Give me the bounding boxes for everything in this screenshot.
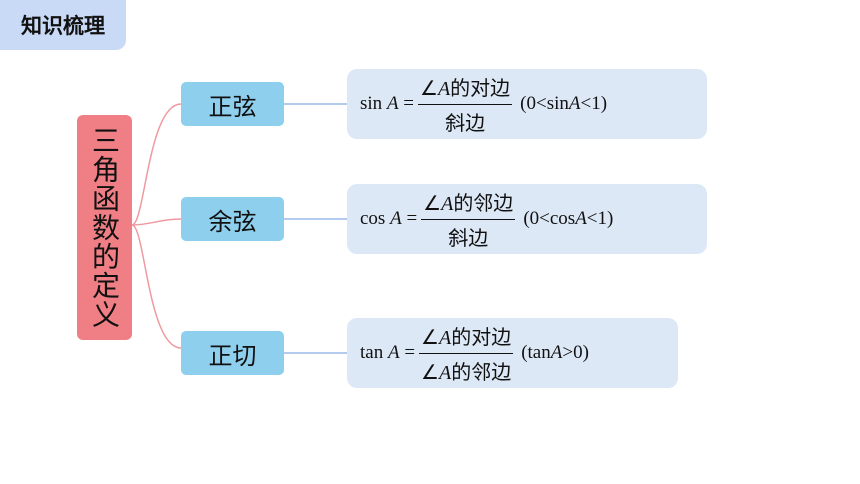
fraction-denominator: 斜边 (448, 228, 489, 250)
connector-root-to-cosine (131, 218, 182, 226)
formula-lhs: cos A = (360, 208, 418, 229)
formula-box-tangent: tan A = ∠A的对边 ∠A的邻边 (tanA>0) (347, 318, 678, 388)
root-node: 三角函数的定义 (77, 115, 132, 340)
branch-sine: 正弦 (181, 82, 284, 126)
section-title: 知识梳理 (0, 0, 126, 50)
fraction-denominator: ∠A的邻边 (421, 362, 512, 384)
formula-lhs: sin A = (360, 93, 415, 114)
formula-lhs: tan A = (360, 342, 416, 363)
fraction-numerator: ∠A的对边 (418, 72, 513, 105)
formula-fraction: ∠A的对边 斜边 (418, 72, 513, 136)
formula-condition: (tanA>0) (521, 342, 589, 363)
formula-condition: (0<cosA<1) (523, 208, 614, 229)
formula-box-cosine: cos A = ∠A的邻边 斜边 (0<cosA<1) (347, 184, 707, 254)
fraction-denominator: 斜边 (445, 113, 486, 135)
branch-cosine: 余弦 (181, 197, 284, 241)
formula-fraction: ∠A的对边 ∠A的邻边 (419, 321, 514, 385)
fraction-numerator: ∠A的邻边 (421, 187, 516, 220)
formula-box-sine: sin A = ∠A的对边 斜边 (0<sinA<1) (347, 69, 707, 139)
branch-tangent: 正切 (181, 331, 284, 375)
formula-fraction: ∠A的邻边 斜边 (421, 187, 516, 251)
connector-root-to-tangent (131, 224, 182, 349)
connector-root-to-sine (131, 103, 182, 226)
fraction-numerator: ∠A的对边 (419, 321, 514, 354)
formula-condition: (0<sinA<1) (520, 93, 608, 114)
root-label: 三角函数的定义 (88, 126, 121, 329)
